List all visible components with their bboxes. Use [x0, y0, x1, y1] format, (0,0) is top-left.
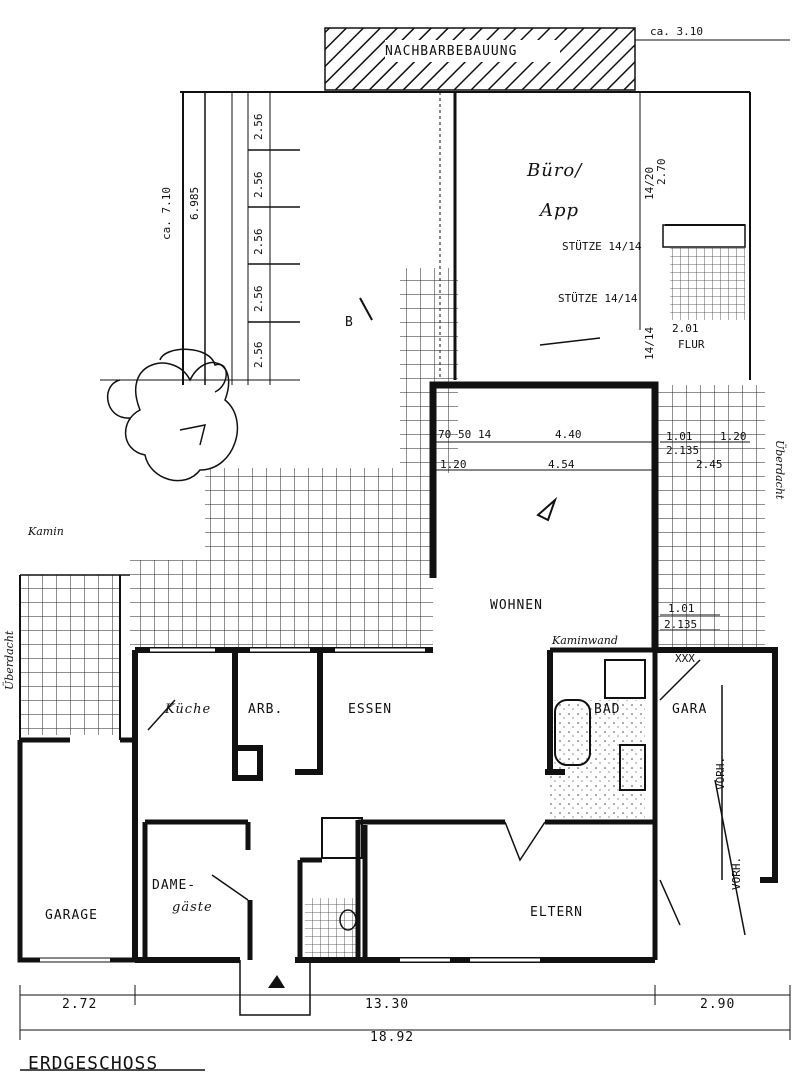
plan-title: ERDGESCHOSS: [28, 1053, 159, 1074]
inner-dimension-lines: [433, 441, 750, 631]
window-marks: [40, 648, 540, 962]
dim-120b: 1.20: [720, 430, 747, 443]
neighbor-building: [324, 27, 790, 91]
label-vorh-2: VORH.: [730, 856, 743, 890]
dim-120: 1.20: [440, 458, 467, 471]
tree-drawing: [106, 348, 239, 482]
room-label-flur: FLUR: [678, 338, 705, 351]
label-ueberdacht-left: Überdacht: [3, 630, 16, 690]
dim-440: 4.40: [555, 428, 582, 441]
room-label-garage-right: GARA: [672, 702, 708, 717]
room-label-gaeste: gäste: [172, 900, 213, 915]
dim-6985: 6.985: [188, 186, 201, 220]
dim-256-4: 2.56: [252, 285, 265, 313]
dim-2135: 2.135: [666, 444, 700, 457]
office-outline: [180, 91, 751, 380]
dim-245: 2.45: [696, 458, 723, 471]
dim-256-3: 2.56: [252, 228, 265, 256]
dim-270: 2.70: [655, 158, 668, 186]
interior-walls: [142, 337, 746, 1016]
dim-70: 70: [438, 428, 452, 441]
dim-14: 14: [478, 428, 492, 441]
room-label-arb: ARB.: [248, 702, 284, 717]
section-marker-b: B: [345, 315, 354, 330]
dimension-ladder: [100, 92, 300, 385]
neighbor-label: NACHBARBEBAUUNG: [385, 44, 518, 59]
label-xxx: XXX: [675, 652, 695, 665]
dim-710: ca. 7.10: [160, 187, 173, 240]
terrace-tiles: [20, 248, 765, 958]
room-label-buero-app: App: [540, 200, 580, 221]
dim-101: 1.01: [666, 430, 693, 443]
stuetze-label-1: STÜTZE 14/14: [562, 240, 642, 253]
dim-256-1: 2.56: [252, 113, 265, 141]
section-markers: [359, 297, 558, 522]
dim-2135b: 2.135: [664, 618, 698, 631]
label-ueberdacht-right: Überdacht: [773, 440, 786, 500]
dim-1414: 14/14: [643, 326, 656, 360]
dim-1892: 18.92: [370, 1030, 415, 1045]
dim-256-2: 2.56: [252, 171, 265, 199]
dim-101b: 1.01: [668, 602, 695, 615]
label-vorh-1: VORH.: [714, 756, 727, 790]
room-label-essen: ESSEN: [348, 702, 393, 717]
room-label-eltern: ELTERN: [530, 905, 583, 920]
label-kaminwand: Kaminwand: [552, 634, 618, 647]
dim-256-5: 2.56: [252, 341, 265, 369]
bottom-dimension-lines: [19, 985, 791, 1071]
room-label-garage-left: GARAGE: [45, 908, 98, 923]
room-label-dame: DAME-: [152, 878, 197, 893]
room-label-wohnen: WOHNEN: [490, 598, 543, 613]
dim-50: 50: [458, 428, 472, 441]
room-label-bad: BAD: [594, 702, 621, 717]
dim-1330: 13.30: [365, 997, 410, 1012]
stuetze-label-2: STÜTZE 14/14: [558, 292, 638, 305]
dim-272: 2.72: [62, 997, 98, 1012]
dim-454: 4.54: [548, 458, 575, 471]
neighbor-offset-label: ca. 3.10: [650, 25, 703, 38]
label-kamin: Kamin: [28, 525, 64, 538]
room-label-buero: Büro/: [527, 160, 583, 181]
dim-290: 2.90: [700, 997, 736, 1012]
dim-201: 2.01: [672, 322, 699, 335]
room-label-kueche: Küche: [165, 702, 212, 717]
